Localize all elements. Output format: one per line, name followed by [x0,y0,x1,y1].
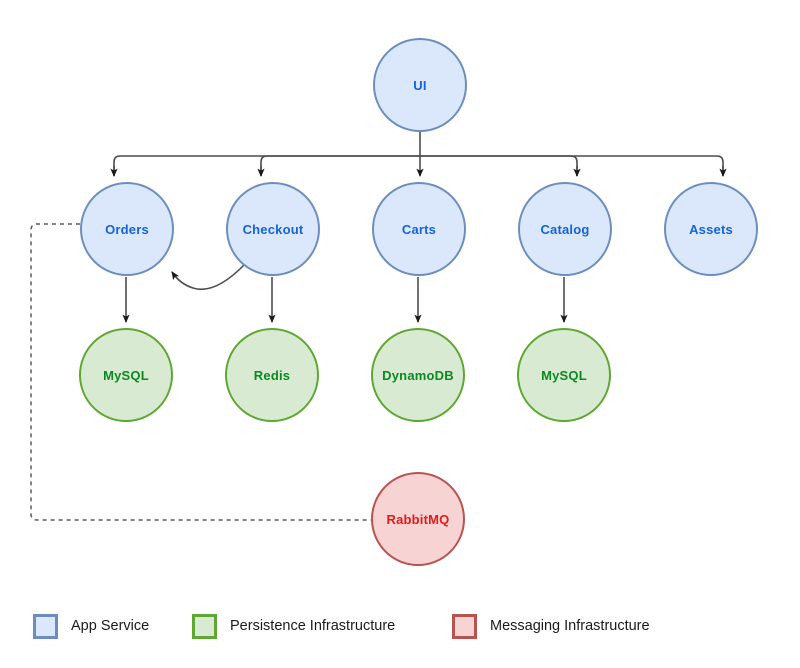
node-label-catalog: Catalog [540,221,590,237]
edge-ui-to-catalog-bus [420,155,578,176]
node-assets[interactable]: Assets [664,182,758,276]
node-mysql-catalog[interactable]: MySQL [517,328,611,422]
node-label-checkout: Checkout [242,221,304,237]
node-redis[interactable]: Redis [225,328,319,422]
node-carts[interactable]: Carts [372,182,466,276]
legend-swatch-persistence-infrastructure [192,613,217,639]
edge-ui-to-orders-bus [113,155,420,176]
node-orders[interactable]: Orders [80,182,174,276]
legend-label-persistence-infrastructure: Persistence Infrastructure [230,618,396,634]
node-label-mysql-orders: MySQL [103,367,149,383]
node-ui[interactable]: UI [373,38,467,132]
ui-fanout-edges [110,132,727,177]
edge-ui-to-assets-bus [420,155,724,176]
edge-checkout-to-orders [171,263,246,290]
legend-item-persistence-infrastructure: Persistence Infrastructure [192,613,395,639]
node-rabbitmq[interactable]: RabbitMQ [371,472,465,566]
legend-label-messaging-infrastructure: Messaging Infrastructure [490,618,650,634]
legend-swatch-messaging-infrastructure [452,613,477,639]
legend-item-app-service: App Service [33,613,149,639]
node-label-rabbitmq: RabbitMQ [386,511,450,527]
node-label-mysql-catalog: MySQL [541,367,587,383]
service-to-store-edges [122,277,568,323]
node-label-redis: Redis [253,367,291,383]
node-dynamodb[interactable]: DynamoDB [371,328,465,422]
legend-label-app-service: App Service [71,618,150,634]
legend-item-messaging-infrastructure: Messaging Infrastructure [452,613,650,639]
node-label-orders: Orders [105,221,149,237]
legend-swatch-app-service [33,613,58,639]
checkout-to-orders-edge [171,263,246,290]
node-catalog[interactable]: Catalog [518,182,612,276]
edge-ui-to-checkout-bus [260,155,420,176]
node-label-dynamodb: DynamoDB [382,367,454,383]
node-mysql-orders[interactable]: MySQL [79,328,173,422]
orders-to-rabbitmq-edge [30,223,371,521]
node-checkout[interactable]: Checkout [226,182,320,276]
node-label-assets: Assets [689,221,733,237]
node-label-ui: UI [413,77,427,93]
node-label-carts: Carts [401,221,437,237]
edge-orders-to-rabbitmq-dashed [30,223,371,521]
legend: App Service Persistence Infrastructure M… [0,605,800,655]
